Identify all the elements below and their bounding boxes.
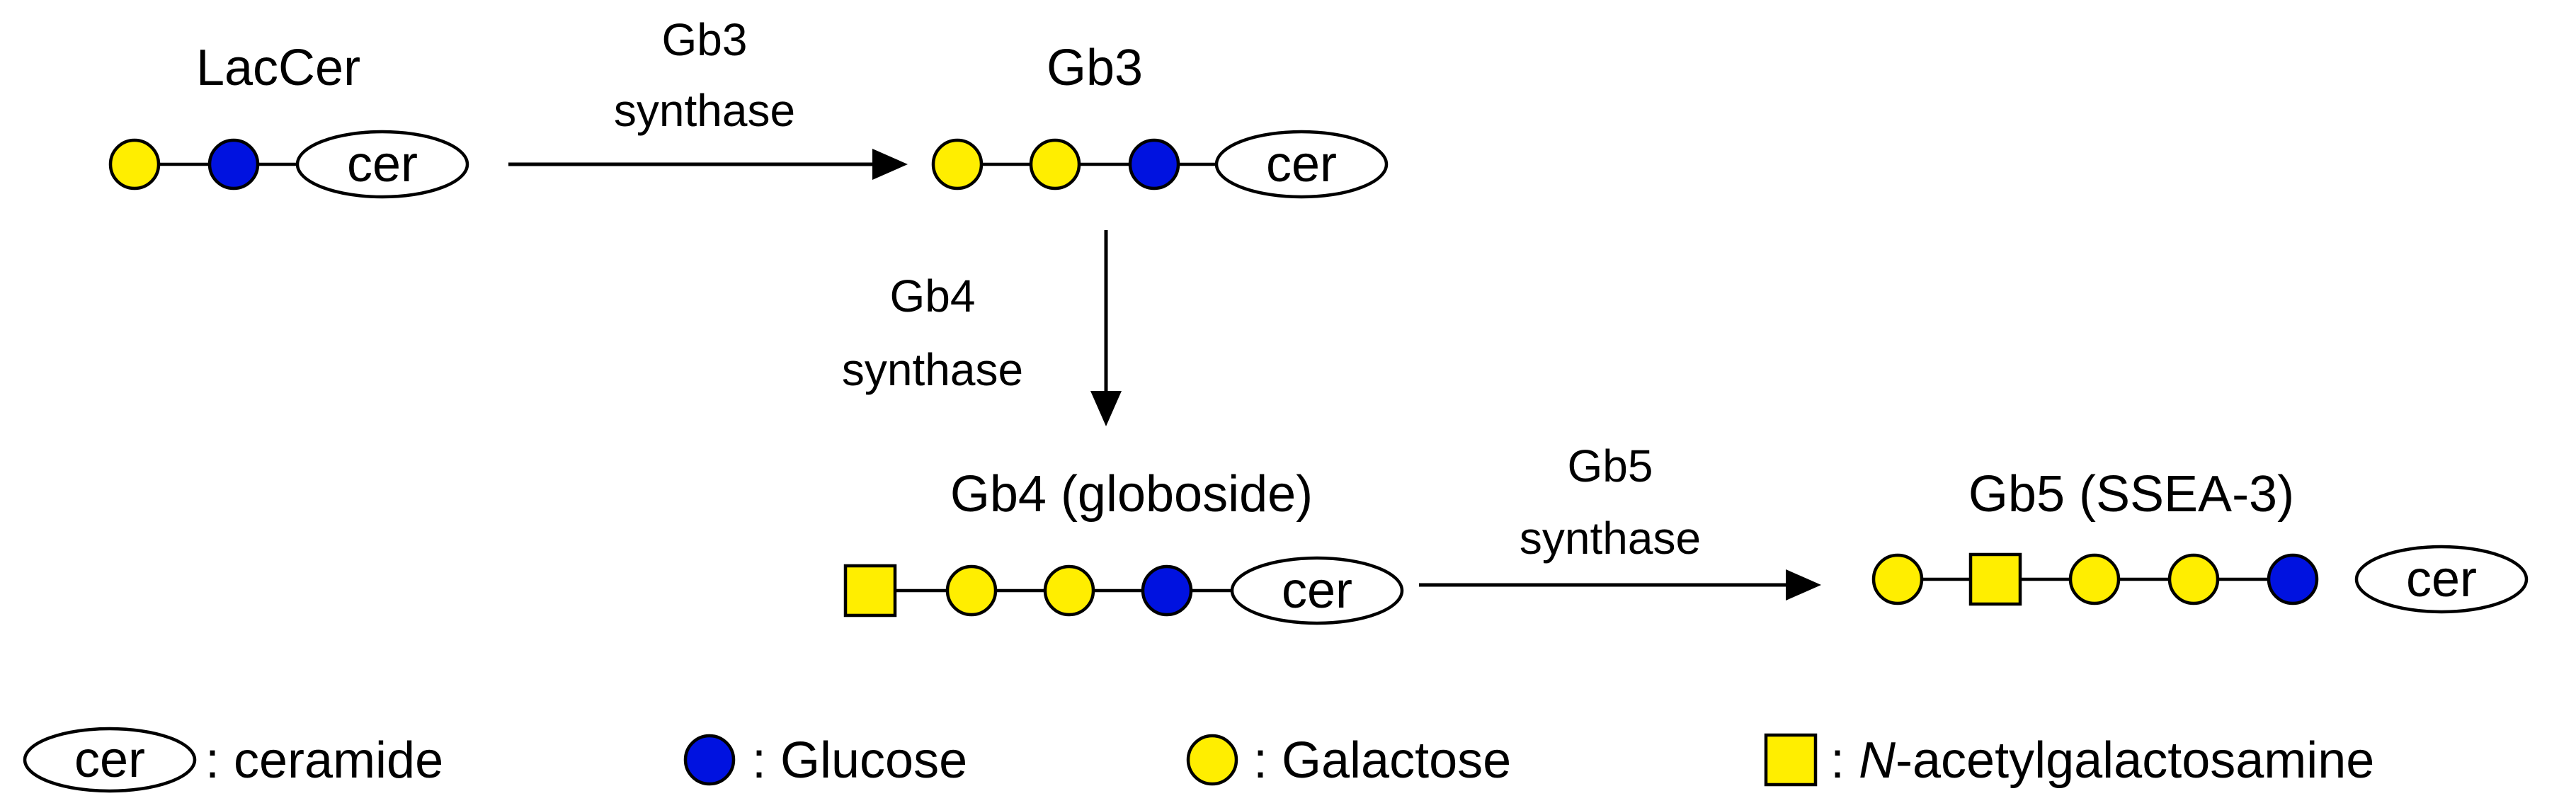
gb4-ceramide-node: [1230, 556, 1404, 625]
gb3-galactose-node-1: [931, 138, 984, 190]
gb3-synthase-line1: Gb3: [662, 14, 748, 65]
reaction-gb3-synthase: Gb3 synthase: [508, 14, 908, 180]
gb4-synthase-arrowhead: [1090, 391, 1122, 426]
gb5-galactose-node-2: [2068, 553, 2121, 605]
legend-galnac-rest: -acetylgalactosamine: [1896, 732, 2374, 789]
gb5-synthase-line2: synthase: [1520, 513, 1701, 564]
gb4-synthase-line2: synthase: [842, 344, 1023, 395]
legend-galactose-symbol: [1186, 734, 1238, 786]
gb3-glucose-node: [1128, 138, 1180, 190]
laccer-glucose-node: [207, 138, 260, 190]
gb5-synthase-arrowhead: [1786, 569, 1821, 601]
compound-laccer: LacCer cer: [108, 40, 469, 199]
gb3-ceramide-node: [1214, 130, 1389, 199]
legend-ceramide: cer : ceramide: [23, 727, 443, 793]
laccer-label: LacCer: [196, 40, 360, 96]
gb3-synthase-arrowhead: [872, 149, 908, 180]
reaction-gb4-synthase: Gb4 synthase: [842, 230, 1122, 426]
legend-galnac-symbol: [1764, 733, 1818, 787]
gb4-ceramide-text: cer: [1282, 562, 1352, 619]
legend-galactose-label: : Galactose: [1253, 732, 1511, 789]
legend-glucose-symbol: [683, 734, 736, 786]
legend-galnac-prefix: :: [1830, 732, 1859, 789]
gb4-galactose-node-1: [945, 564, 998, 617]
laccer-galactose-node: [108, 138, 161, 190]
legend-ceramide-label: : ceramide: [205, 732, 443, 789]
legend-galnac-italic: N: [1859, 732, 1896, 789]
compound-gb4: Gb4 (globoside) cer: [843, 466, 1404, 625]
gb5-glucose-node: [2267, 553, 2319, 605]
legend-galnac: : N-acetylgalactosamine: [1764, 732, 2374, 789]
gb5-ceramide-text: cer: [2406, 551, 2477, 608]
laccer-ceramide-node: [295, 130, 469, 199]
gb4-galnac-node: [843, 564, 897, 618]
compound-gb5: Gb5 (SSEA-3) cer: [1871, 466, 2529, 614]
gb5-galactose-node-3: [2167, 553, 2220, 605]
gb3-ceramide-text: cer: [1266, 136, 1337, 193]
legend-glucose: : Glucose: [683, 732, 967, 789]
legend-galactose: : Galactose: [1186, 732, 1511, 789]
gb5-galactose-node-1: [1871, 553, 1924, 605]
laccer-ceramide-text: cer: [347, 136, 418, 193]
gb5-label: Gb5 (SSEA-3): [1968, 466, 2294, 523]
legend: cer : ceramide : Glucose : Galactose : N…: [23, 727, 2374, 793]
gb5-ceramide-node: [2354, 545, 2529, 614]
compound-gb3: Gb3 cer: [931, 40, 1389, 199]
legend-glucose-label: : Glucose: [752, 732, 967, 789]
gb4-synthase-line1: Gb4: [890, 271, 976, 322]
legend-galnac-label: : N-acetylgalactosamine: [1830, 732, 2374, 789]
legend-ceramide-symbol-text: cer: [74, 732, 145, 788]
gb3-galactose-node-2: [1029, 138, 1081, 190]
gb5-synthase-line1: Gb5: [1568, 440, 1653, 491]
gb3-label: Gb3: [1047, 40, 1143, 96]
gb5-galnac-node: [1968, 552, 2022, 606]
gb3-synthase-line2: synthase: [614, 85, 795, 136]
gb4-galactose-node-2: [1043, 564, 1095, 617]
gb4-glucose-node: [1141, 564, 1193, 617]
legend-ceramide-symbol: [23, 727, 197, 793]
gb4-label: Gb4 (globoside): [950, 466, 1313, 523]
reaction-gb5-synthase: Gb5 synthase: [1419, 440, 1821, 601]
